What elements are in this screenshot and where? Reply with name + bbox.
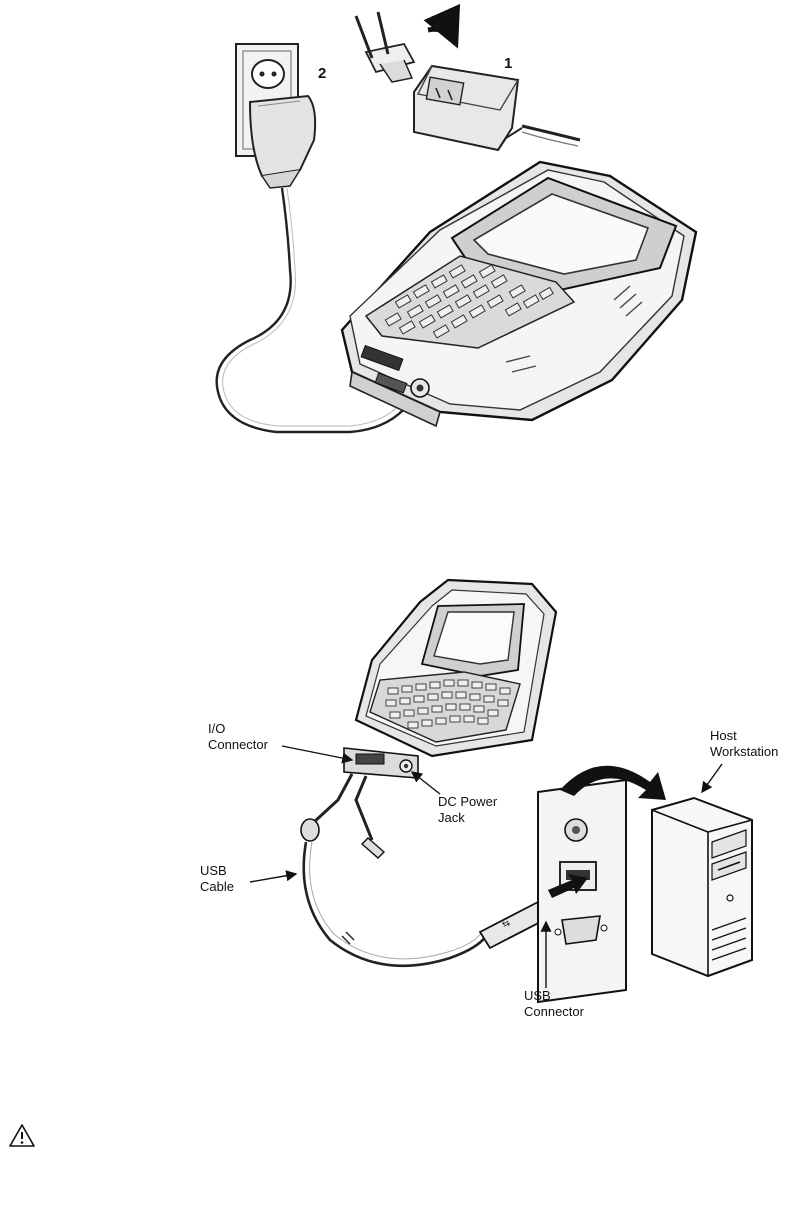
plug-prong-insert <box>356 12 414 82</box>
label-host-workstation: Host Workstation <box>702 728 778 792</box>
terminal-screen-bottom <box>434 612 514 664</box>
standalone-power-adapter <box>414 66 580 150</box>
label-io-connector: I/O Connector <box>208 721 352 760</box>
plugged-power-adapter <box>250 96 315 188</box>
svg-text:Connector: Connector <box>524 1004 585 1019</box>
host-workstation-icon <box>652 798 752 976</box>
svg-text:Host: Host <box>710 728 737 743</box>
svg-text:Workstation: Workstation <box>710 744 778 759</box>
svg-text:USB: USB <box>200 863 227 878</box>
usb-cable: ⇆ <box>301 774 564 966</box>
serial-port <box>562 916 600 944</box>
mobile-terminal-bottom <box>344 580 556 778</box>
step-number-2: 2 <box>318 65 326 82</box>
figure-usb-connection: ⇆ <box>200 580 778 1019</box>
insert-arrow-icon <box>428 29 456 44</box>
svg-text:I/O: I/O <box>208 721 225 736</box>
mobile-terminal-top <box>342 162 696 426</box>
svg-text:USB: USB <box>524 988 551 1003</box>
svg-text:DC Power: DC Power <box>438 794 498 809</box>
label-dc-power-jack: DC Power Jack <box>412 772 498 825</box>
svg-text:Jack: Jack <box>438 810 465 825</box>
figure-charging-setup: 2 1 <box>217 12 696 432</box>
svg-text:Cable: Cable <box>200 879 234 894</box>
svg-text:Connector: Connector <box>208 737 269 752</box>
warning-triangle-icon <box>8 1122 36 1150</box>
label-usb-cable: USB Cable <box>200 863 296 894</box>
step-number-1: 1 <box>504 55 512 72</box>
